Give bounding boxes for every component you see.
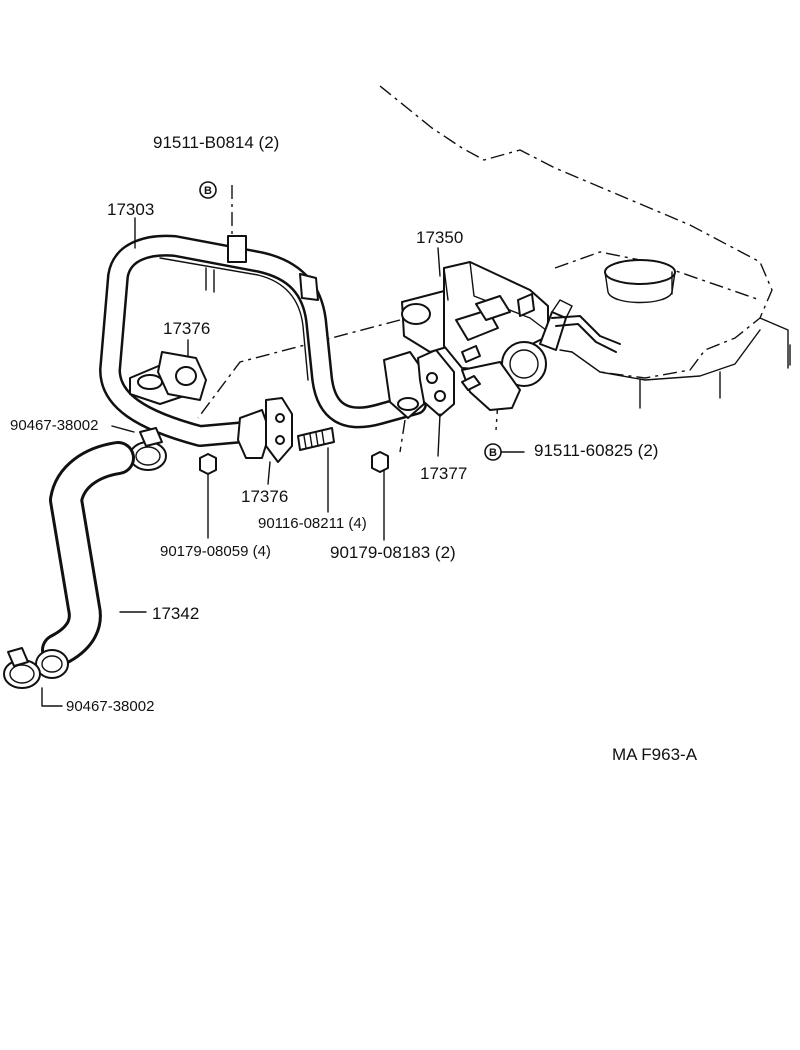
label-bolt-top: 91511-B0814 (2) <box>153 133 279 152</box>
clamp-upper <box>129 427 167 471</box>
label-clamp-upper: 90467-38002 <box>10 417 98 434</box>
label-gasket-mid: 17376 <box>241 487 288 506</box>
svg-text:B: B <box>204 185 212 197</box>
filler-cap <box>604 259 676 304</box>
badge-bolt-right: B <box>484 443 502 461</box>
gasket-right <box>417 349 455 417</box>
label-pipe: 17303 <box>107 200 154 219</box>
gasket-left <box>157 351 207 401</box>
label-clamp-lower: 90467-38002 <box>66 698 154 715</box>
hose <box>35 441 135 679</box>
engine-cover-outline <box>379 85 791 409</box>
label-gasket-left: 17376 <box>163 319 210 338</box>
label-gasket-right: 17377 <box>420 464 467 483</box>
svg-text:B: B <box>489 447 497 459</box>
air-pipe <box>99 234 427 459</box>
nut-left <box>199 453 217 475</box>
label-bolt-right: 91511-60825 (2) <box>534 441 658 460</box>
label-hose: 17342 <box>152 604 199 623</box>
gasket-mid <box>265 397 293 463</box>
stud-bolt <box>297 427 335 451</box>
label-valve: 17350 <box>416 228 463 247</box>
label-nut-left: 90179-08059 (4) <box>160 543 271 560</box>
label-nut-right: 90179-08183 (2) <box>330 543 456 562</box>
clamp-lower <box>3 647 41 689</box>
reference-code: MA F963-A <box>612 745 698 764</box>
leader-lines <box>41 217 525 707</box>
label-stud: 90116-08211 (4) <box>258 515 367 532</box>
badge-bolt-top: B <box>199 181 217 199</box>
nut-right <box>371 451 389 473</box>
air-valve <box>401 261 621 411</box>
